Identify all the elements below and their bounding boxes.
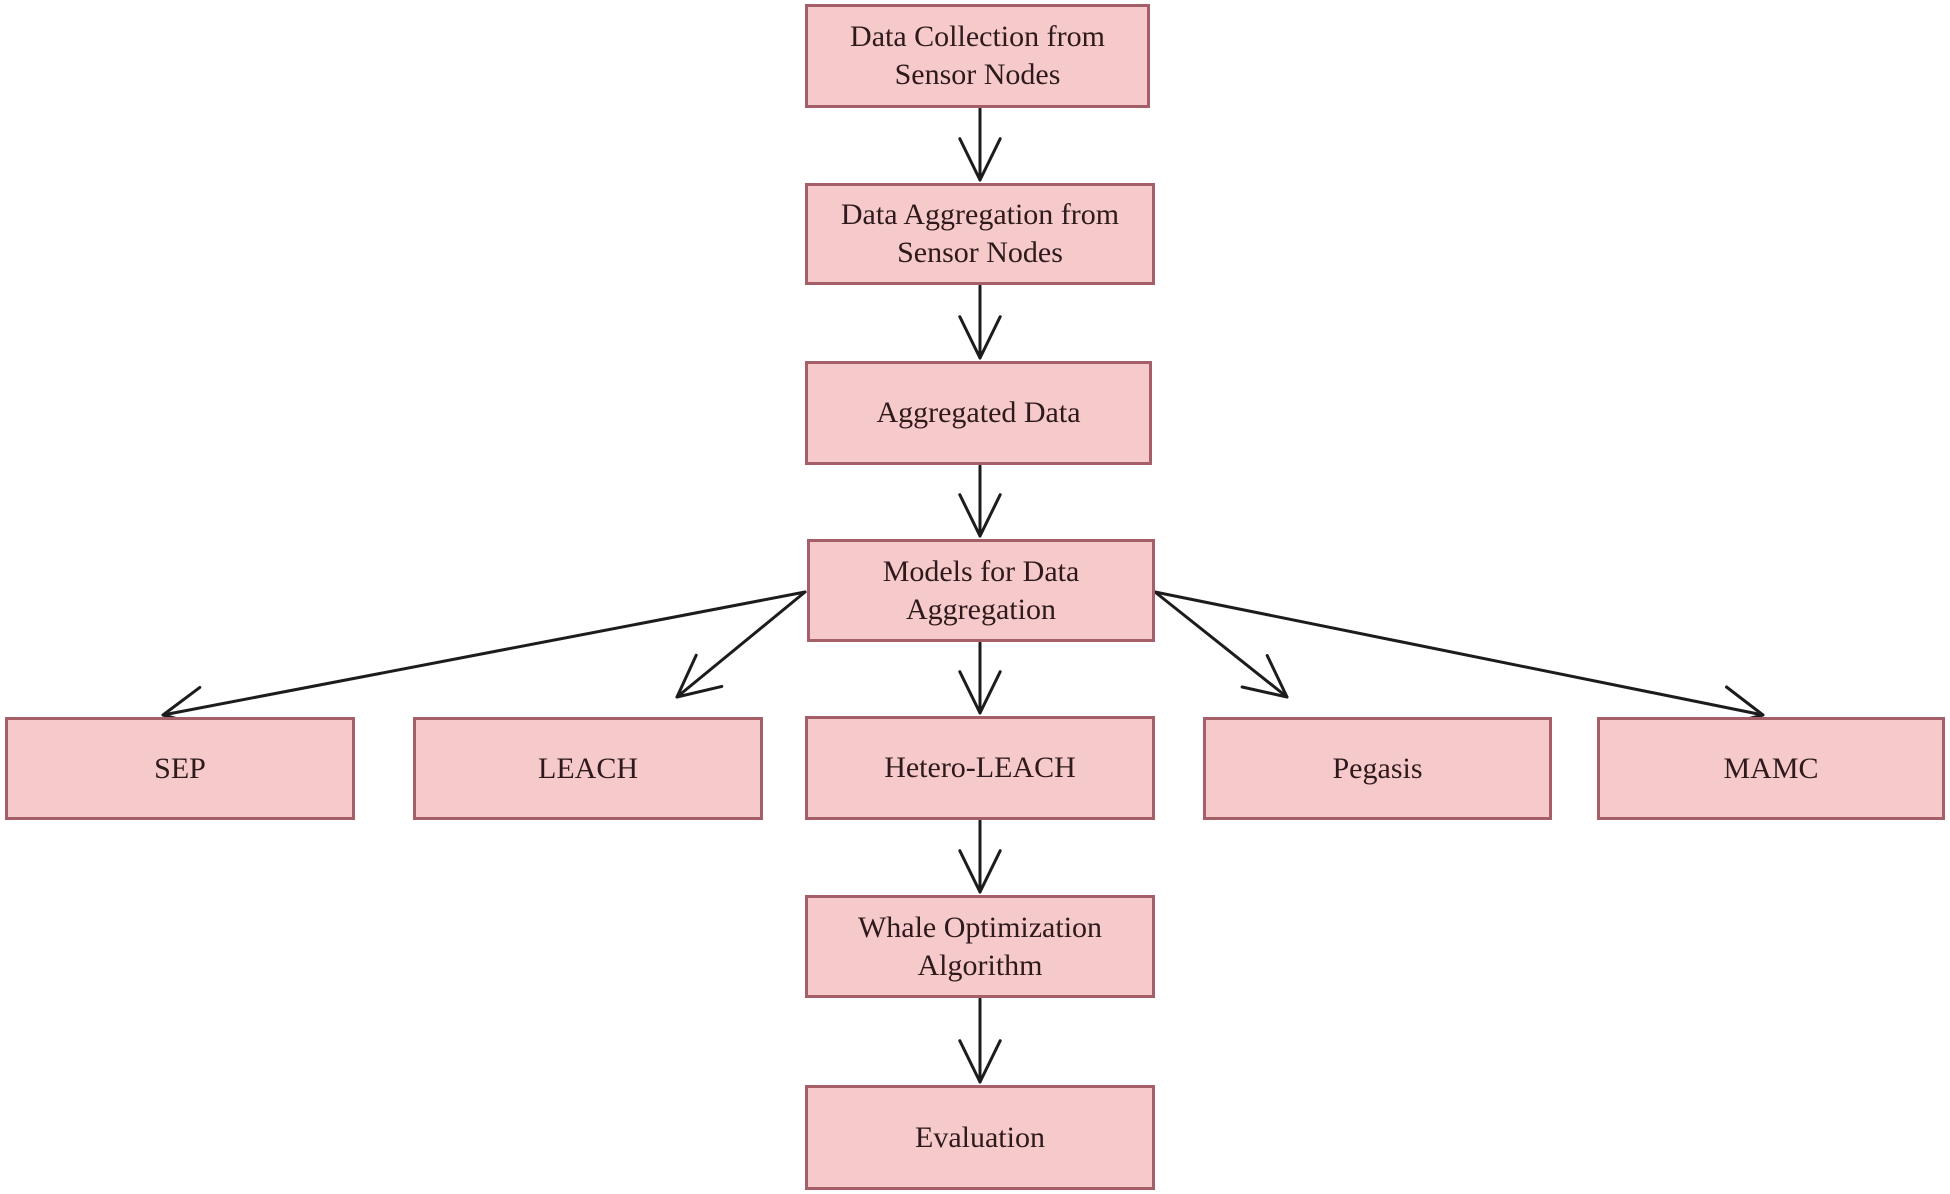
node-label-data-aggregation: Data Aggregation from Sensor Nodes [840, 198, 1120, 269]
arrowhead-icon [1240, 654, 1289, 699]
arrowhead-icon [958, 493, 1002, 538]
node-label-sep: SEP [154, 751, 206, 785]
node-label-pegasis: Pegasis [1332, 751, 1423, 785]
node-label-whale: Whale Optimization Algorithm [857, 910, 1103, 982]
edge-models-to-sep [161, 590, 807, 729]
node-data-aggregation: Data Aggregation from Sensor Nodes [805, 183, 1155, 285]
node-data-collection: Data Collection from Sensor Nodes [805, 4, 1150, 108]
node-mamc: MAMC [1597, 717, 1945, 820]
node-hetero-leach: Hetero-LEACH [805, 716, 1155, 820]
edge-models-to-hetero-leach [958, 641, 1002, 715]
node-label-evaluation: Evaluation [915, 1120, 1045, 1154]
edge-data-aggregation-to-aggregated-data [958, 284, 1002, 360]
node-leach: LEACH [413, 717, 763, 820]
arrowhead-icon [958, 137, 1002, 182]
node-label-aggregated-data: Aggregated Data [876, 396, 1081, 429]
node-label-hetero-leach: Hetero-LEACH [884, 751, 1076, 784]
arrowhead-icon [675, 653, 724, 699]
node-pegasis: Pegasis [1203, 717, 1552, 820]
arrowhead-icon [958, 1039, 1002, 1084]
edge-models-to-mamc [1153, 590, 1765, 729]
node-label-models: Models for Data Aggregation [882, 554, 1080, 626]
edge-aggregated-data-to-models [958, 464, 1002, 538]
edge-hetero-leach-to-whale [958, 819, 1002, 894]
edge-models-to-leach [675, 590, 807, 699]
node-label-leach: LEACH [538, 751, 638, 785]
node-evaluation: Evaluation [805, 1085, 1155, 1190]
edge-data-collection-to-data-aggregation [958, 107, 1002, 182]
node-label-mamc: MAMC [1723, 751, 1819, 785]
edge-whale-to-evaluation [958, 997, 1002, 1084]
arrowhead-icon [958, 315, 1002, 360]
node-sep: SEP [5, 717, 355, 820]
node-whale: Whale Optimization Algorithm [805, 895, 1155, 998]
edge-models-to-pegasis [1153, 590, 1289, 699]
arrowhead-icon [958, 849, 1002, 894]
node-label-data-collection: Data Collection from Sensor Nodes [850, 20, 1105, 91]
node-models: Models for Data Aggregation [807, 539, 1155, 642]
arrowhead-icon [958, 670, 1002, 715]
node-aggregated-data: Aggregated Data [805, 361, 1152, 465]
